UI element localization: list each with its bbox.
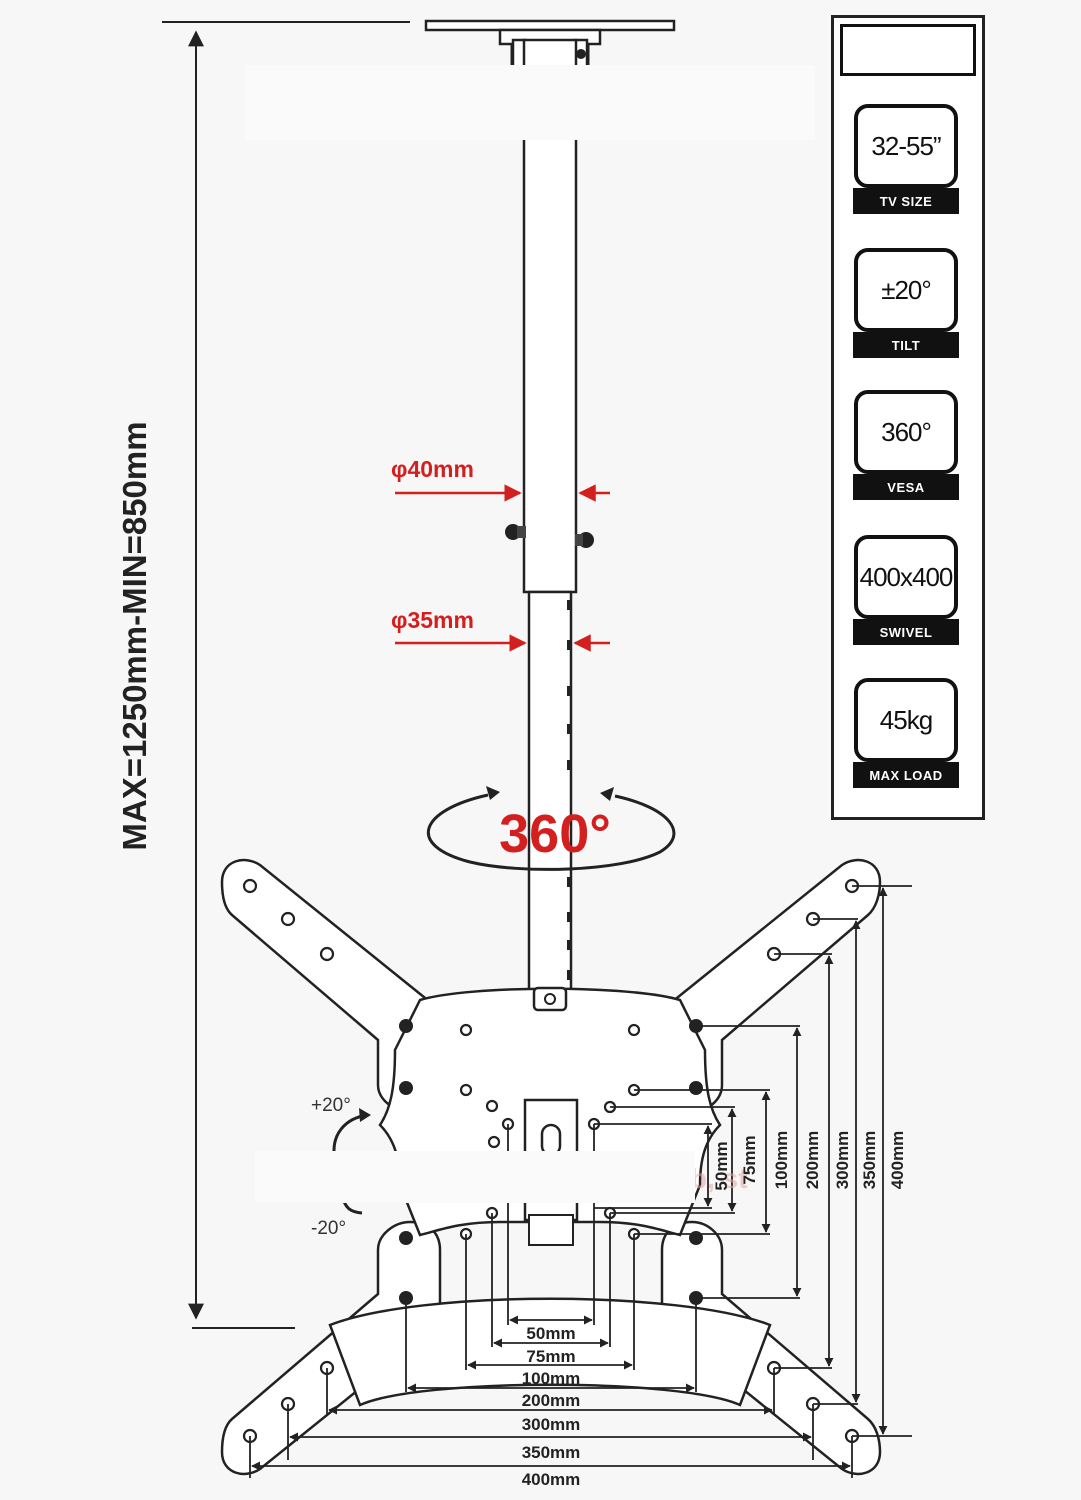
- top-cover-block: [245, 65, 815, 140]
- h-dim-50: 50mm: [526, 1324, 575, 1343]
- spec-tv-size: 32-55” TV SIZE: [834, 104, 982, 224]
- h-dim-400: 400mm: [522, 1470, 581, 1489]
- v-dim-200: 200mm: [803, 1131, 822, 1190]
- lower-pole: [527, 590, 573, 1014]
- horizontal-dim-labels: 50mm 75mm 100mm 200mm 300mm 350mm 400mm: [522, 1324, 581, 1489]
- v-dim-400: 400mm: [888, 1131, 907, 1190]
- height-label: MAX=1250mm-MIN=850mm: [116, 421, 153, 850]
- vertical-dimensions: [594, 885, 912, 1437]
- spec-vesa: 360° VESA: [834, 390, 982, 510]
- rotation-arrow: [426, 786, 676, 871]
- tilt-down-label: -20°: [311, 1218, 346, 1239]
- spec-tv-size-value: 32-55”: [854, 104, 958, 188]
- h-dim-75: 75mm: [526, 1347, 575, 1366]
- spec-panel: 32-55” TV SIZE ±20° TILT 360° VESA 400x4…: [831, 15, 985, 820]
- v-dim-75: 75mm: [740, 1135, 759, 1184]
- spec-panel-header: [840, 24, 976, 76]
- h-dim-200: 200mm: [522, 1391, 581, 1410]
- lower-diameter-label: φ35mm: [391, 607, 474, 633]
- h-dim-350: 350mm: [522, 1443, 581, 1462]
- spec-vesa-value: 360°: [854, 390, 958, 474]
- v-dim-50: 50mm: [712, 1141, 731, 1190]
- middle-cover-block: [255, 1151, 695, 1203]
- v-dim-300: 300mm: [833, 1131, 852, 1190]
- spec-vesa-label: VESA: [853, 474, 959, 500]
- height-dimension: [162, 21, 410, 1329]
- upper-diameter-label: φ40mm: [391, 456, 474, 482]
- spec-max-load-label: MAX LOAD: [853, 762, 959, 788]
- spec-tilt: ±20° TILT: [834, 248, 982, 368]
- h-dim-100: 100mm: [522, 1369, 581, 1388]
- horizontal-dimensions: [249, 1124, 853, 1478]
- vesa-bracket: [220, 858, 882, 1476]
- h-dim-300: 300mm: [522, 1415, 581, 1434]
- spec-max-load-value: 45kg: [854, 678, 958, 762]
- v-dim-100: 100mm: [772, 1131, 791, 1190]
- spec-swivel-value: 400x400: [854, 535, 958, 619]
- v-dim-350: 350mm: [860, 1131, 879, 1190]
- spec-tilt-value: ±20°: [854, 248, 958, 332]
- spec-tv-size-label: TV SIZE: [853, 188, 959, 214]
- spec-tilt-label: TILT: [853, 332, 959, 358]
- spec-swivel-label: SWIVEL: [853, 619, 959, 645]
- vertical-dim-labels: 50mm 75mm 100mm 200mm 300mm 350mm 400mm: [712, 1131, 907, 1191]
- spec-max-load: 45kg MAX LOAD: [834, 678, 982, 798]
- diameter-arrows: [395, 484, 610, 652]
- rotation-label: 360°: [499, 804, 611, 864]
- tilt-up-label: +20°: [311, 1095, 351, 1116]
- tilt-faded-text: b, st: [690, 1163, 748, 1194]
- spec-swivel: 400x400 SWIVEL: [834, 535, 982, 655]
